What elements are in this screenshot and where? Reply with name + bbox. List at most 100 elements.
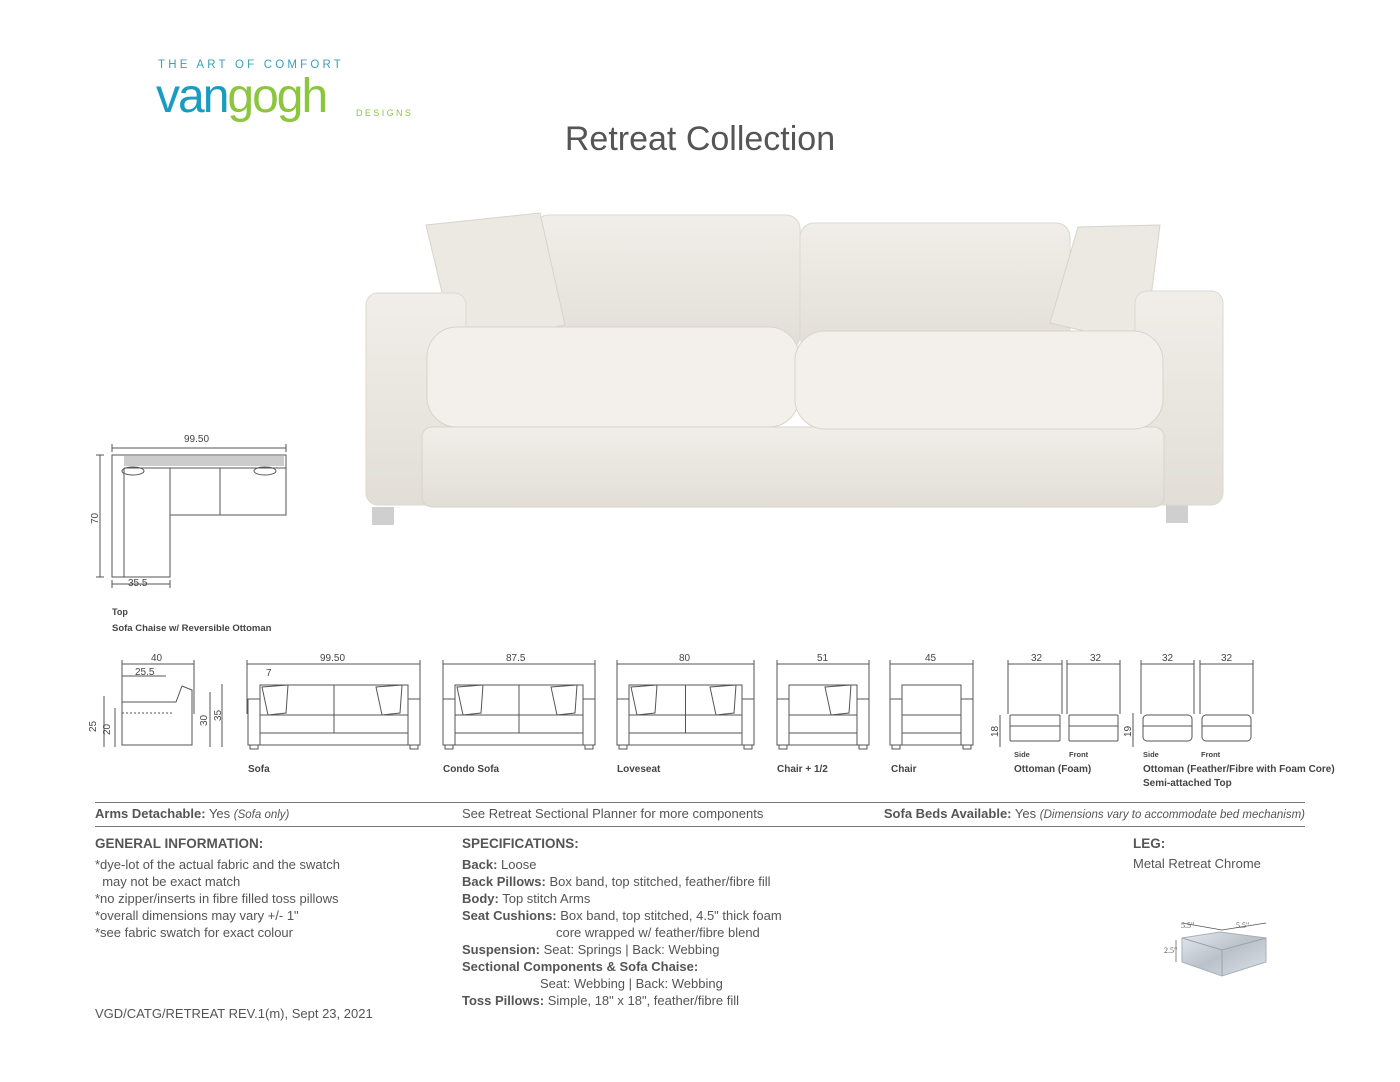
chair-back (901, 684, 962, 716)
spec-label: Back Pillows: (462, 874, 546, 889)
chair-width-dim: 45 (925, 653, 937, 664)
caption-ottoman-feather-2: Semi-attached Top (1143, 778, 1232, 789)
spec-row: Body: Top stitch Arms (462, 890, 782, 907)
condo-sofa-leg (444, 744, 454, 750)
ottoman-feather-side-label: Side (1143, 750, 1159, 759)
specs-heading: SPECIFICATIONS: (462, 836, 579, 851)
general-line: may not be exact match (95, 874, 241, 889)
side-total-height-dim: 35 (213, 709, 224, 721)
ottoman-feather-side-dim: 32 (1162, 653, 1174, 664)
ottoman-feather (1142, 714, 1193, 742)
leg-dim-a: 5.5" (1181, 921, 1195, 930)
loveseat-pillow (709, 684, 737, 716)
sofa-pillow (261, 684, 289, 716)
spec-value: Seat: Springs | Back: Webbing (543, 942, 720, 957)
planner-note: See Retreat Sectional Planner for more c… (462, 806, 764, 821)
chair-half-width-dim: 51 (817, 653, 829, 664)
spec-row: Seat Cushions: Box band, top stitched, 4… (462, 907, 782, 924)
chair-half-seat (788, 714, 858, 734)
logo-tagline: THE ART OF COMFORT (158, 59, 345, 71)
loveseat-arm (616, 698, 630, 746)
caption-chair-half: Chair + 1/2 (777, 764, 828, 775)
ottoman-feather (1201, 714, 1252, 742)
page-title: Retreat Collection (564, 120, 836, 158)
sofa-arm-dim: 7 (266, 668, 272, 679)
spec-value: Box band, top stitched, feather/fibre fi… (549, 874, 771, 889)
logo: vangogh (156, 70, 328, 123)
ottoman-foam-front-dim: 32 (1090, 653, 1102, 664)
caption-condo-sofa: Condo Sofa (443, 764, 500, 775)
condo-sofa-pillow (456, 684, 484, 716)
spec-label: Suspension: (462, 942, 541, 957)
ottoman-foam-side-label: Side (1014, 750, 1030, 759)
side-view-body (121, 685, 193, 746)
loveseat-pillow (630, 684, 658, 716)
loveseat-width-dim: 80 (679, 653, 691, 664)
ottoman-foam-side-dim: 32 (1031, 653, 1043, 664)
loveseat-leg (743, 744, 753, 750)
loveseat-leg (618, 744, 628, 750)
general-list: *dye-lot of the actual fabric and the sw… (95, 856, 340, 941)
general-line: *see fabric swatch for exact colour (95, 925, 293, 940)
chair-half-back (788, 684, 858, 716)
ottoman-foam (1068, 714, 1119, 742)
leg-dim-h: 2.5" (1164, 946, 1178, 955)
spec-row: Back Pillows: Box band, top stitched, fe… (462, 873, 782, 890)
chair-seat (901, 714, 962, 734)
general-line: *dye-lot of the actual fabric and the sw… (95, 857, 340, 872)
spec-label: Seat Cushions: (462, 908, 557, 923)
general-line: *no zipper/inserts in fibre filled toss … (95, 891, 339, 906)
chair-half-arm (776, 698, 790, 746)
leg-value: Metal Retreat Chrome (1133, 856, 1261, 871)
chaise-view-label: Top (112, 607, 128, 617)
footer-revision: VGD/CATG/RETREAT REV.1(m), Sept 23, 2021 (95, 1006, 373, 1021)
chair-half-leg (858, 744, 868, 750)
caption-ottoman-feather: Ottoman (Feather/Fibre with Foam Core) (1143, 764, 1335, 775)
spec-row: Back: Loose (462, 856, 782, 873)
spec-value: Loose (501, 857, 537, 872)
chaise-chaise-dim: 35.5 (128, 578, 148, 589)
spec-row: core wrapped w/ feather/fibre blend (462, 924, 782, 941)
chair-leg (891, 744, 901, 750)
leg-diagram (1175, 922, 1267, 977)
sofa-photo (365, 212, 1224, 525)
spec-label: Back: (462, 857, 498, 872)
spec-value: core wrapped w/ feather/fibre blend (556, 925, 760, 940)
caption-chair: Chair (891, 764, 917, 775)
divider (95, 802, 1305, 803)
caption-loveseat: Loveseat (617, 764, 661, 775)
side-seat-height-dim: 20 (102, 723, 113, 735)
component-diagrams (103, 660, 1254, 750)
condo-sofa-pillow (550, 684, 578, 716)
side-arm-height-dim: 25 (88, 720, 99, 732)
spec-value: Simple, 18" x 18", feather/fibre fill (547, 993, 740, 1008)
chair-arm (889, 698, 903, 746)
sofa-leg (249, 744, 259, 750)
condo-sofa-leg (584, 744, 594, 750)
ottoman-foam (1009, 714, 1061, 742)
sofa-width-dim: 99.50 (320, 653, 346, 664)
sofa-leg (409, 744, 419, 750)
spec-row: Toss Pillows: Simple, 18" x 18", feather… (462, 992, 782, 1009)
chaise-depth-dim: 70 (90, 512, 101, 524)
sofa-arm (247, 698, 261, 746)
chaise-width-dim: 99.50 (184, 434, 210, 445)
caption-sofa: Sofa (248, 764, 270, 775)
spec-value: Seat: Webbing | Back: Webbing (540, 976, 723, 991)
spec-label: Sectional Components & Sofa Chaise: (462, 959, 699, 974)
ottoman-foam-height-dim: 18 (990, 725, 1001, 737)
ottoman-feather-front-label: Front (1201, 750, 1221, 759)
chaise-caption: Sofa Chaise w/ Reversible Ottoman (112, 623, 272, 634)
chair-half-pillow (824, 684, 852, 716)
spec-value: Top stitch Arms (502, 891, 591, 906)
general-heading: GENERAL INFORMATION: (95, 836, 264, 851)
divider (95, 826, 1305, 827)
spec-label: Toss Pillows: (462, 993, 545, 1008)
ottoman-feather-front-dim: 32 (1221, 653, 1233, 664)
sofa-beds: Sofa Beds Available: Yes (Dimensions var… (883, 806, 1305, 821)
loveseat-arm (741, 698, 755, 746)
spec-row: Sectional Components & Sofa Chaise: (462, 958, 782, 975)
spec-value: Box band, top stitched, 4.5" thick foam (560, 908, 782, 923)
